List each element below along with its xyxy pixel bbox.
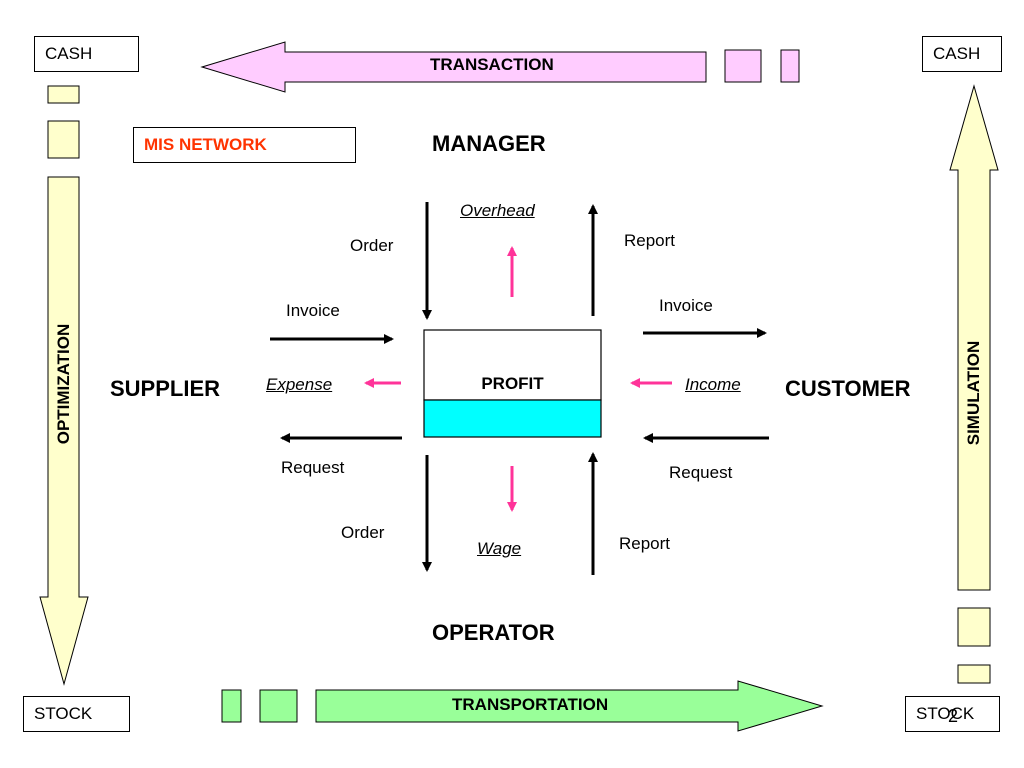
cash-label-left: CASH bbox=[45, 44, 93, 63]
supplier-label: SUPPLIER bbox=[110, 376, 221, 401]
optimization-arrow bbox=[39, 85, 89, 686]
invoice-right-label: Invoice bbox=[659, 296, 713, 315]
invoice-left-label: Invoice bbox=[286, 301, 340, 320]
manager-label: MANAGER bbox=[432, 131, 546, 156]
report-top-label: Report bbox=[624, 231, 676, 250]
overhead-label: Overhead bbox=[460, 201, 535, 220]
order-bottom-label: Order bbox=[341, 523, 385, 542]
simulation-label: SIMULATION bbox=[964, 340, 983, 446]
request-right-label: Request bbox=[669, 463, 733, 482]
transportation-label: TRANSPORTATION bbox=[452, 695, 609, 714]
simulation-arrow bbox=[949, 84, 999, 684]
stock-label-right: STOCK bbox=[916, 704, 975, 723]
mis-network-label: MIS NETWORK bbox=[144, 135, 267, 154]
optimization-label: OPTIMIZATION bbox=[54, 323, 73, 445]
profit-label: PROFIT bbox=[481, 374, 544, 393]
expense-label: Expense bbox=[266, 375, 333, 394]
operator-label: OPERATOR bbox=[432, 620, 555, 645]
transportation-arrow bbox=[221, 680, 824, 732]
wage-label: Wage bbox=[477, 539, 522, 558]
report-bottom-label: Report bbox=[619, 534, 671, 553]
page-number: 2 bbox=[948, 706, 959, 726]
profit-box bbox=[423, 329, 602, 438]
income-label: Income bbox=[685, 375, 741, 394]
mis-network-box: MIS NETWORK bbox=[133, 127, 356, 163]
cash-label-right: CASH bbox=[933, 44, 981, 63]
order-top-label: Order bbox=[350, 236, 394, 255]
cash-box-left: CASH bbox=[34, 36, 139, 72]
stock-box-left: STOCK bbox=[23, 696, 130, 732]
stock-box-right: STOCK bbox=[905, 696, 1000, 732]
transaction-label: TRANSACTION bbox=[430, 55, 554, 74]
request-left-label: Request bbox=[281, 458, 345, 477]
customer-label: CUSTOMER bbox=[785, 376, 911, 401]
cash-box-right: CASH bbox=[922, 36, 1002, 72]
transaction-arrow bbox=[200, 41, 800, 93]
stock-label-left: STOCK bbox=[34, 704, 93, 723]
